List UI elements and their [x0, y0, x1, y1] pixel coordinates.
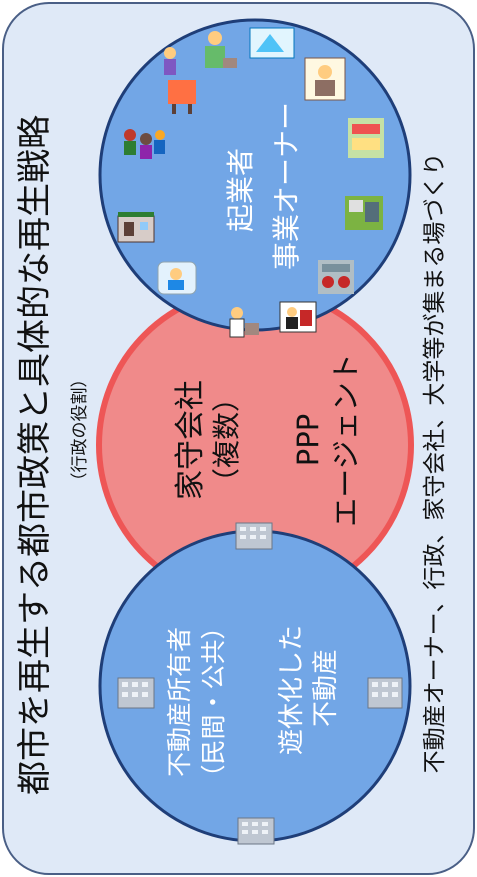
people-scene-icon: [164, 47, 176, 75]
people-scene-icon: [304, 57, 346, 101]
building-icon: [117, 677, 155, 709]
people-scene-icon: [279, 301, 317, 333]
people-scene-icon: [229, 307, 259, 338]
diagram-subtitle: （行政の役割）: [70, 371, 90, 490]
right-circle-line1: 起業者: [224, 148, 257, 232]
middle-circle-line1: 家守会社: [173, 380, 208, 500]
left-circle-line3: 遊休化した: [277, 625, 307, 755]
building-icon: [235, 522, 273, 550]
people-scene-icon: [318, 260, 354, 294]
people-scene-icon: [249, 27, 295, 59]
footer-caption: 不動産オーナー、行政、家守会社、大学等が集まる場づくり: [422, 153, 448, 774]
people-scene-icon: [348, 118, 384, 158]
middle-circle-line2: （複数）: [210, 384, 243, 496]
middle-circle-line3: PPP: [291, 414, 325, 466]
right-circle-line2: 事業オーナー: [270, 102, 303, 270]
people-scene-icon: [168, 80, 196, 114]
left-circle-line1: 不動産所有者: [165, 627, 194, 777]
left-circle-line2: （民間・公共）: [199, 614, 228, 789]
people-scene-icon: [117, 212, 155, 243]
people-scene-icon: [205, 31, 237, 68]
building-icon: [367, 677, 403, 709]
diagram-title: 都市を再生する都市政策と具体的な再生戦略: [15, 115, 55, 795]
left-circle-line4: 不動産: [311, 649, 341, 727]
people-scene-icon: [157, 261, 197, 295]
people-scene-icon: [124, 129, 165, 159]
people-scene-icon: [345, 196, 383, 230]
middle-circle-line4: エージェント: [329, 353, 363, 526]
building-icon: [237, 817, 275, 845]
